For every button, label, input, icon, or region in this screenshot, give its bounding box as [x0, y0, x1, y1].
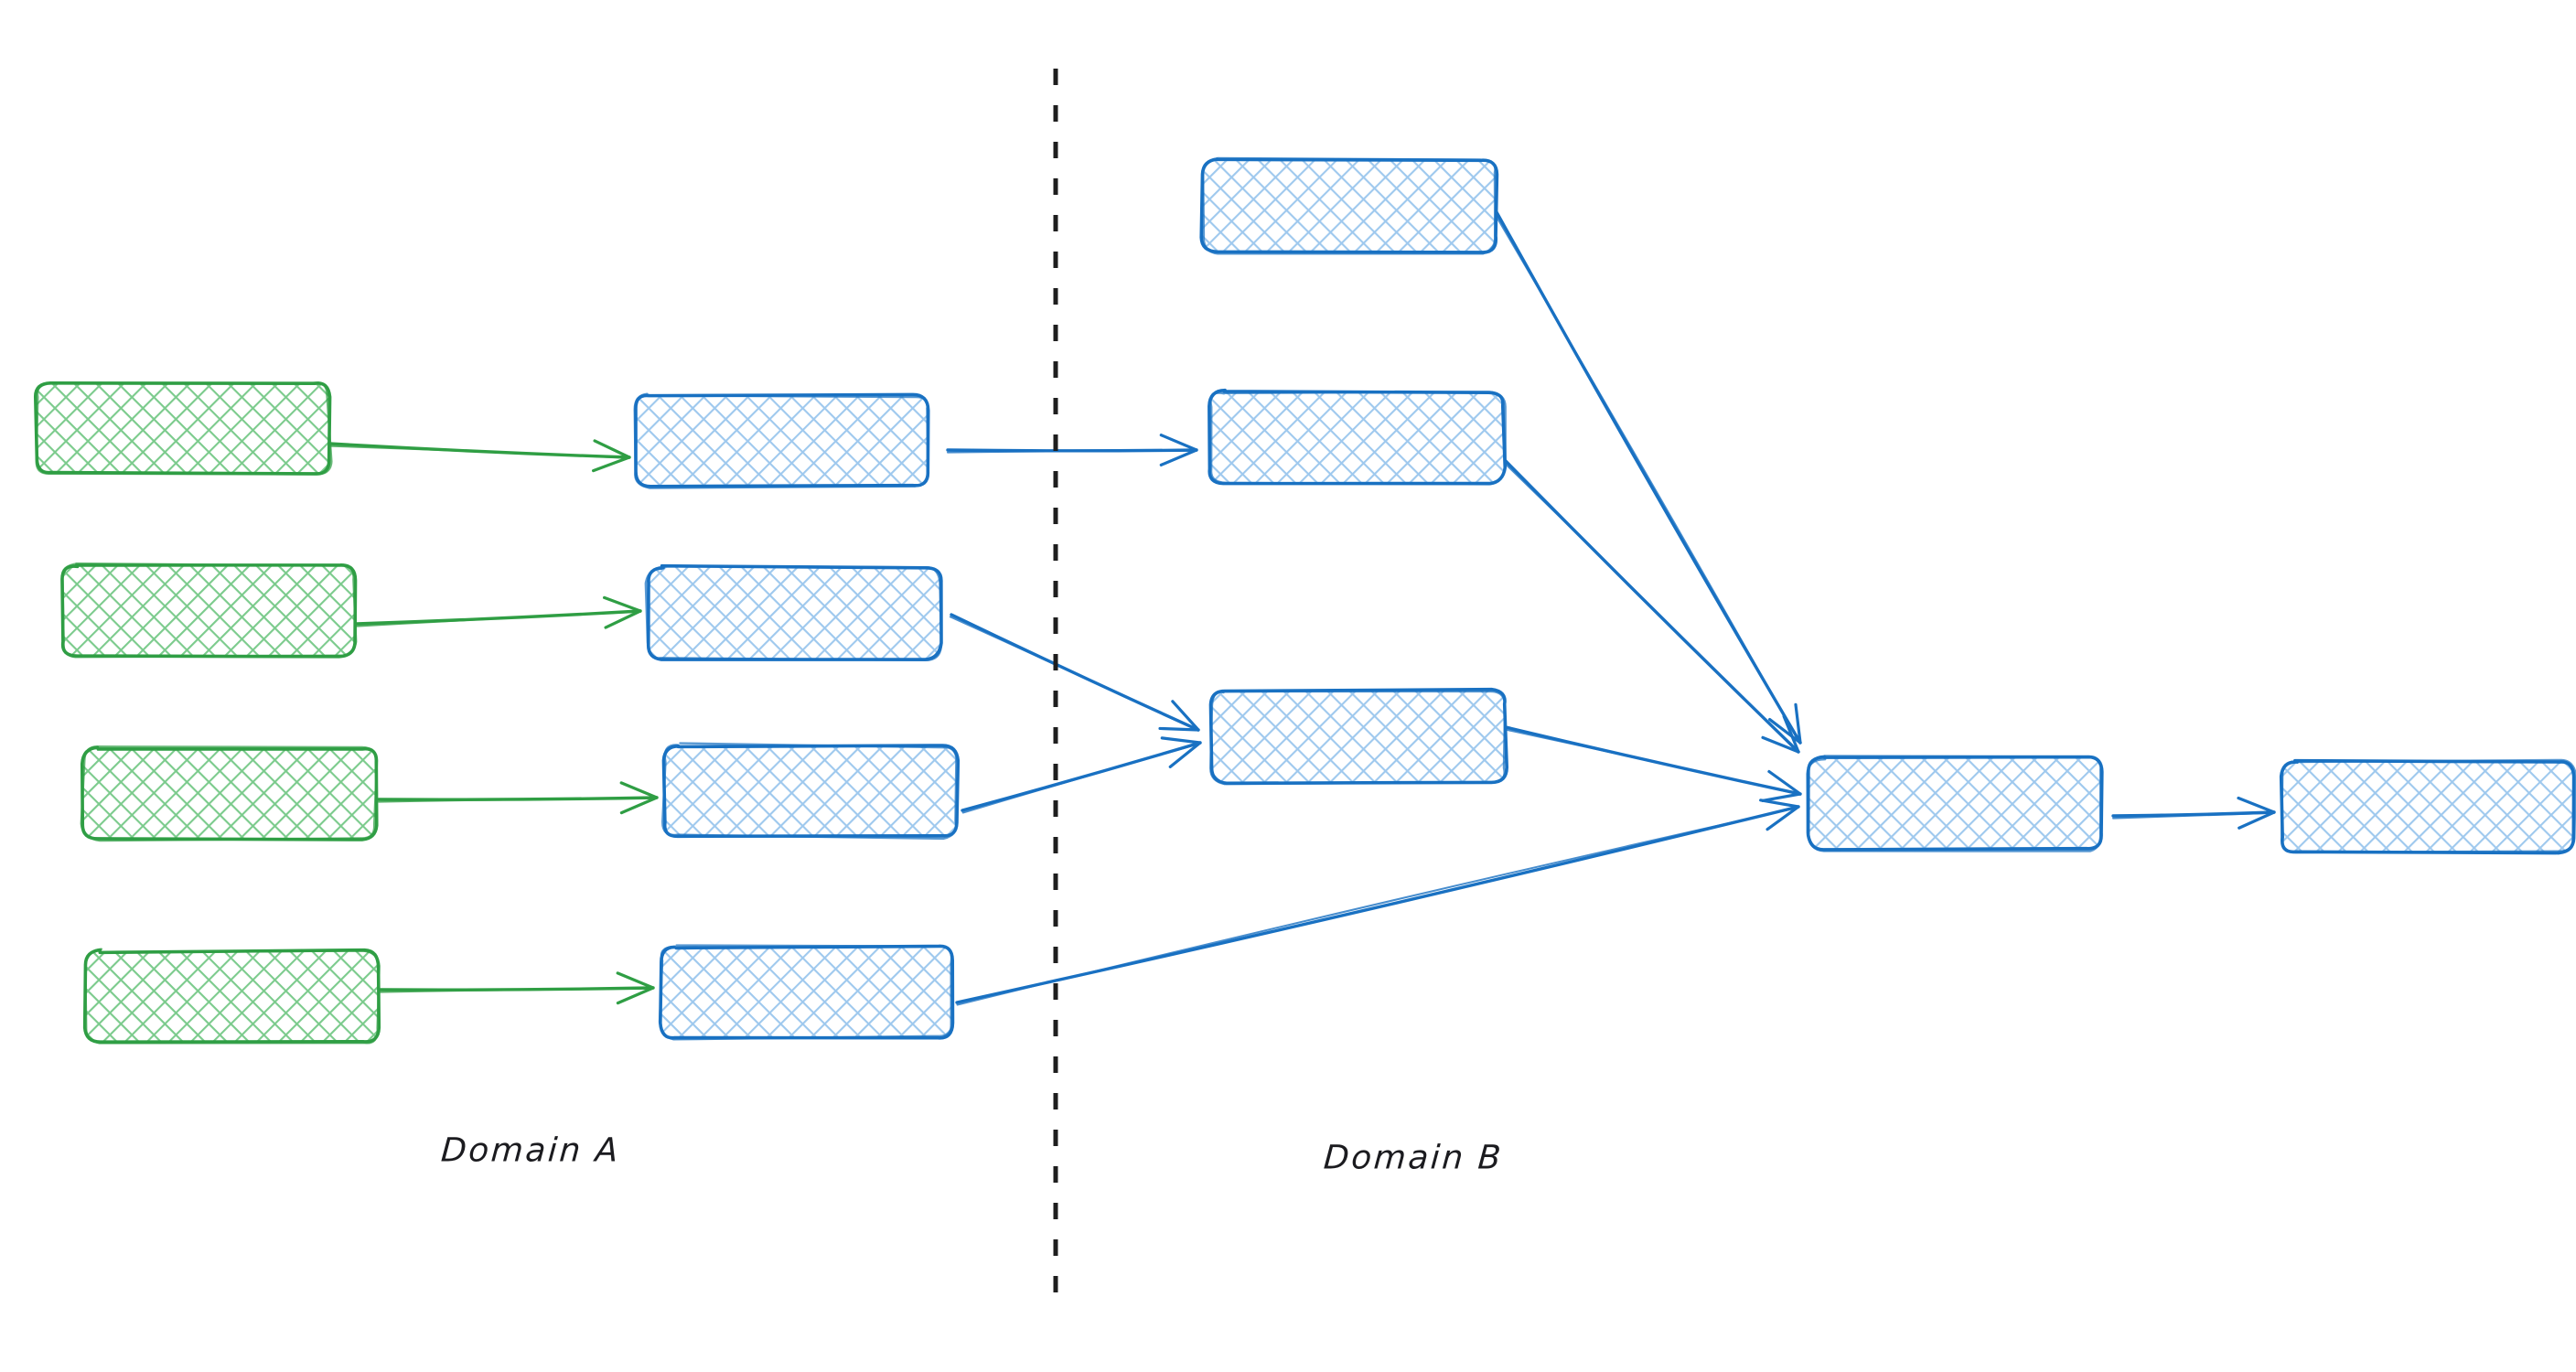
edge-e12 [2111, 796, 2276, 830]
node-b-node-2[interactable] [1208, 388, 1508, 486]
node-a-src-2[interactable] [60, 562, 358, 659]
edge-arrowhead [2237, 796, 2276, 814]
node-a-src-3[interactable] [80, 745, 379, 842]
edge-e6 [949, 613, 1200, 732]
node-outline [2281, 758, 2576, 854]
edge-e5 [946, 434, 1198, 466]
node-outline [633, 392, 929, 489]
node-b-node-3[interactable] [1208, 687, 1508, 786]
node-fill [1809, 757, 2102, 849]
edge-line [956, 806, 1800, 1006]
edge-arrowhead [1766, 805, 1800, 831]
edge-arrowhead [1794, 702, 1802, 745]
node-outline [1201, 156, 1497, 255]
node-fill [62, 565, 355, 657]
node-fill [37, 382, 329, 474]
edge-line [1504, 728, 1801, 796]
edge-line [949, 616, 1199, 732]
node-b-hub[interactable] [1806, 755, 2104, 852]
edge-line [380, 987, 655, 993]
node-a-proc-4[interactable] [658, 944, 955, 1041]
label-domain-b: Domain B [1322, 1139, 1505, 1177]
node-fill [648, 567, 940, 659]
edge-arrowhead [1759, 799, 1800, 809]
edge-e11 [955, 799, 1800, 1006]
edge-arrowhead [1767, 717, 1802, 745]
node-outline [658, 944, 953, 1041]
node-outline [84, 948, 381, 1045]
node-fill [86, 951, 379, 1043]
node-a-proc-1[interactable] [633, 392, 930, 489]
node-layer [33, 156, 2576, 1045]
edge-line [2112, 811, 2276, 820]
edge-arrowhead [1159, 434, 1198, 452]
edge-e4 [379, 971, 655, 1005]
edge-e8 [1493, 210, 1802, 745]
edge-arrowhead [1160, 736, 1202, 745]
edge-line [1499, 457, 1799, 754]
node-outline [60, 562, 358, 659]
node-a-src-4[interactable] [82, 948, 381, 1045]
edge-arrowhead [1782, 714, 1800, 754]
node-outline [661, 742, 958, 841]
edge-line [378, 797, 659, 803]
edge-arrowhead [616, 971, 655, 990]
node-a-src-1[interactable] [33, 381, 333, 476]
edge-line [327, 445, 630, 459]
edge-e3 [377, 781, 659, 815]
node-outline [1209, 690, 1507, 786]
node-outline [80, 745, 379, 842]
node-fill [1209, 391, 1504, 483]
node-outline [644, 564, 943, 662]
edge-arrowhead [1761, 792, 1802, 802]
node-b-output[interactable] [2279, 758, 2576, 855]
edge-line [961, 742, 1202, 814]
label-domain-a: Domain A [439, 1131, 622, 1170]
node-a-proc-3[interactable] [661, 742, 961, 841]
node-fill [664, 745, 957, 837]
node-fill [2281, 761, 2574, 852]
edge-line [947, 449, 1197, 454]
edge-e10 [1504, 725, 1802, 802]
edge-arrowhead [1168, 741, 1202, 768]
edge-arrowhead [1767, 769, 1802, 796]
node-b-node-1[interactable] [1199, 156, 1499, 255]
node-fill [1202, 160, 1497, 252]
edge-e2 [355, 595, 642, 629]
edge-arrowhead [592, 456, 631, 473]
node-fill [635, 395, 928, 487]
edge-arrowhead [603, 595, 642, 613]
edge-line [356, 610, 642, 627]
edge-arrowhead [593, 439, 631, 459]
node-outline [35, 381, 333, 476]
edge-e9 [1499, 456, 1800, 754]
edge-arrowhead [2238, 810, 2276, 830]
edge-arrowhead [616, 986, 655, 1005]
edge-arrowhead [604, 609, 642, 629]
edge-arrowhead [1761, 735, 1800, 754]
node-fill [660, 947, 953, 1038]
edge-line [1493, 212, 1801, 745]
edge-arrowhead [619, 796, 659, 815]
edge-arrowhead [1158, 726, 1200, 732]
edge-e7 [961, 736, 1202, 814]
node-fill [83, 748, 376, 840]
edge-e1 [327, 439, 631, 473]
edge-arrowhead [1159, 448, 1198, 466]
node-outline [1806, 755, 2102, 852]
edge-arrowhead [619, 781, 659, 799]
edge-layer [327, 210, 2276, 1006]
edge-arrowhead [1171, 700, 1200, 732]
node-outline [1209, 391, 1507, 486]
node-fill [1211, 691, 1506, 782]
node-a-proc-2[interactable] [644, 563, 943, 662]
